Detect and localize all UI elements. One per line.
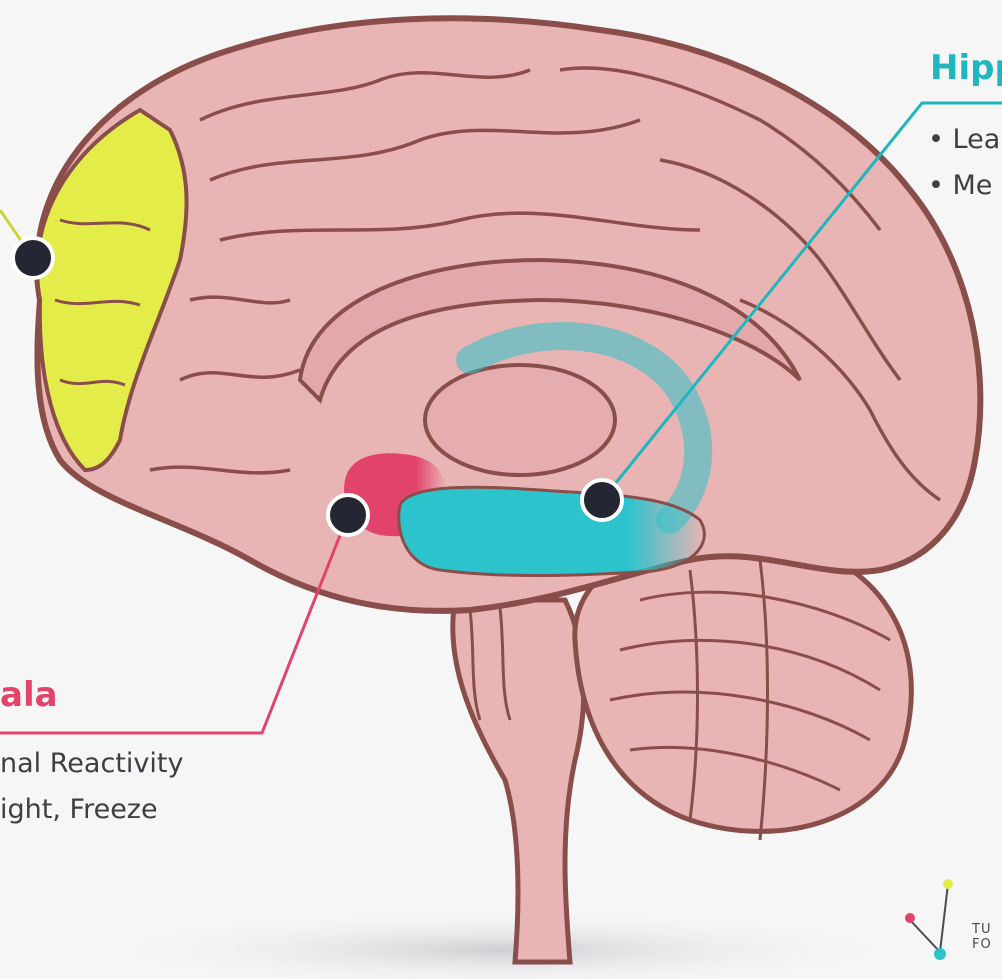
amygdala-title: ala (0, 675, 58, 715)
hippocampus-title: Hipp (930, 48, 1002, 88)
cerebellum (575, 535, 912, 840)
thalamus (425, 365, 615, 475)
hippocampus-region (399, 487, 705, 575)
hippocampus-marker[interactable] (582, 480, 622, 520)
hippocampus-bullet-2: • Me (928, 170, 992, 201)
logo-text-line-2: FO (972, 937, 992, 952)
logo-text-line-1: TU (972, 922, 992, 937)
floor-shadow (80, 910, 920, 979)
logo-text: TU FO (972, 922, 992, 952)
amygdala-bullet-2: ight, Freeze (0, 794, 158, 825)
amygdala-bullet-1: nal Reactivity (0, 748, 183, 779)
prefrontal-marker[interactable] (13, 238, 53, 278)
amygdala-marker[interactable] (328, 495, 368, 535)
hippocampus-bullet-1: • Lea (928, 124, 1000, 155)
